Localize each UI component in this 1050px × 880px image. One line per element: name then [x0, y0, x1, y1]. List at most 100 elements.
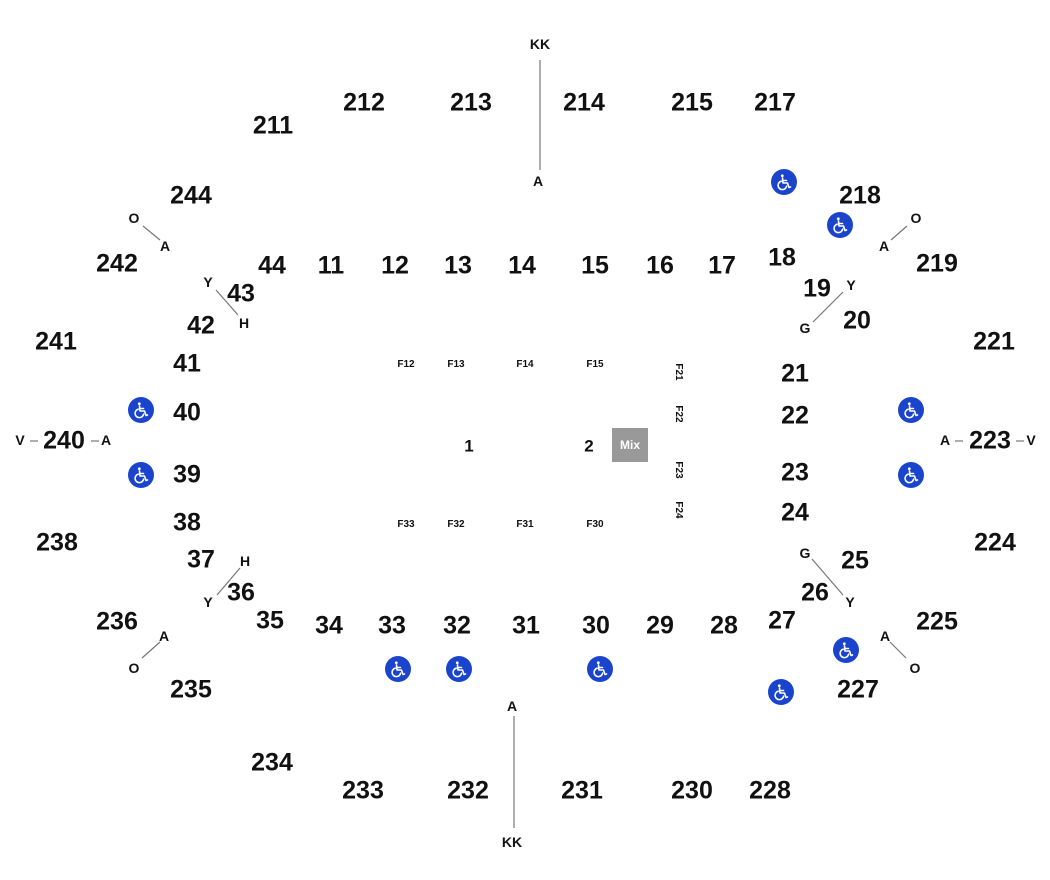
section-35[interactable]: 35	[256, 606, 284, 635]
row-label-v-left: V	[15, 432, 25, 448]
row-label-a-left: A	[100, 432, 112, 448]
section-22[interactable]: 22	[781, 401, 809, 430]
floor-row-f13[interactable]: F13	[447, 359, 465, 370]
section-233[interactable]: 233	[342, 776, 384, 805]
section-244[interactable]: 244	[170, 181, 212, 210]
section-41[interactable]: 41	[173, 349, 201, 378]
section-227[interactable]: 227	[837, 675, 879, 704]
section-235[interactable]: 235	[170, 675, 212, 704]
section-27[interactable]: 27	[768, 606, 796, 635]
section-218[interactable]: 218	[839, 181, 881, 210]
section-234[interactable]: 234	[251, 748, 293, 777]
section-16[interactable]: 16	[646, 251, 674, 280]
floor-row-f30[interactable]: F30	[586, 519, 604, 530]
row-label-v-right: V	[1026, 432, 1036, 448]
section-238[interactable]: 238	[36, 528, 78, 557]
section-40[interactable]: 40	[173, 398, 201, 427]
wheelchair-icon	[827, 212, 853, 238]
section-25[interactable]: 25	[841, 546, 869, 575]
floor-row-f23[interactable]: F23	[673, 461, 684, 479]
row-label-y-left: Y	[203, 274, 213, 290]
section-230[interactable]: 230	[671, 776, 713, 805]
row-label-y-lower-left: Y	[203, 594, 213, 610]
section-212[interactable]: 212	[343, 88, 385, 117]
section-42[interactable]: 42	[187, 311, 215, 340]
section-236[interactable]: 236	[96, 607, 138, 636]
row-label-y-right: Y	[846, 277, 856, 293]
floor-section-1[interactable]: 1	[464, 436, 474, 456]
section-214[interactable]: 214	[563, 88, 605, 117]
row-label-o-lower-left: O	[128, 660, 140, 676]
section-24[interactable]: 24	[781, 498, 809, 527]
section-223[interactable]: 223	[969, 426, 1011, 455]
row-label-kk-top: KK	[529, 36, 551, 52]
section-12[interactable]: 12	[381, 251, 409, 280]
section-224[interactable]: 224	[974, 528, 1016, 557]
section-31[interactable]: 31	[512, 611, 540, 640]
section-17[interactable]: 17	[708, 251, 736, 280]
floor-row-f21[interactable]: F21	[673, 363, 684, 381]
section-26[interactable]: 26	[801, 578, 829, 607]
row-label-a-right: A	[939, 432, 951, 448]
section-15[interactable]: 15	[581, 251, 609, 280]
section-28[interactable]: 28	[710, 611, 738, 640]
wheelchair-icon	[768, 679, 794, 705]
section-228[interactable]: 228	[749, 776, 791, 805]
floor-row-f33[interactable]: F33	[397, 519, 415, 530]
section-18[interactable]: 18	[768, 243, 796, 272]
section-213[interactable]: 213	[450, 88, 492, 117]
section-242[interactable]: 242	[96, 249, 138, 278]
row-label-a-upper-left: A	[159, 238, 171, 254]
row-label-o-upper-left: O	[128, 210, 140, 226]
row-label-y-lower-right: Y	[845, 594, 855, 610]
floor-section-2[interactable]: 2	[584, 436, 594, 456]
floor-row-f15[interactable]: F15	[586, 359, 604, 370]
section-30[interactable]: 30	[582, 611, 610, 640]
section-39[interactable]: 39	[173, 460, 201, 489]
section-11[interactable]: 11	[317, 251, 345, 280]
section-232[interactable]: 232	[447, 776, 489, 805]
section-217[interactable]: 217	[754, 88, 796, 117]
row-label-o-lower-right: O	[909, 660, 921, 676]
section-36[interactable]: 36	[227, 578, 255, 607]
row-label-kk-bottom: KK	[501, 834, 523, 850]
section-211[interactable]: 211	[252, 111, 294, 140]
mix-position: Mix	[612, 428, 648, 462]
section-225[interactable]: 225	[916, 607, 958, 636]
section-231[interactable]: 231	[561, 776, 603, 805]
section-215[interactable]: 215	[671, 88, 713, 117]
section-19[interactable]: 19	[803, 274, 831, 303]
section-221[interactable]: 221	[973, 327, 1015, 356]
section-33[interactable]: 33	[378, 611, 406, 640]
section-240[interactable]: 240	[43, 426, 85, 455]
floor-row-f12[interactable]: F12	[397, 359, 415, 370]
row-label-a-lower-left: A	[158, 628, 170, 644]
section-20[interactable]: 20	[843, 306, 871, 335]
section-29[interactable]: 29	[646, 611, 674, 640]
floor-row-f32[interactable]: F32	[447, 519, 465, 530]
section-34[interactable]: 34	[315, 611, 343, 640]
floor-row-f14[interactable]: F14	[516, 359, 534, 370]
row-label-a-upper-right: A	[878, 238, 890, 254]
row-label-h-left: H	[238, 315, 250, 331]
section-32[interactable]: 32	[443, 611, 471, 640]
row-label-g-lower-right: G	[799, 545, 811, 561]
section-241[interactable]: 241	[35, 327, 77, 356]
floor-row-f24[interactable]: F24	[673, 501, 684, 519]
section-44[interactable]: 44	[258, 251, 286, 280]
section-13[interactable]: 13	[444, 251, 472, 280]
floor-row-f31[interactable]: F31	[516, 519, 534, 530]
section-14[interactable]: 14	[508, 251, 536, 280]
row-label-a-bottom: A	[506, 698, 518, 714]
floor-row-f22[interactable]: F22	[673, 405, 684, 423]
wheelchair-icon	[771, 169, 797, 195]
section-38[interactable]: 38	[173, 508, 201, 537]
wheelchair-icon	[385, 656, 411, 682]
section-21[interactable]: 21	[781, 359, 809, 388]
section-43[interactable]: 43	[227, 279, 255, 308]
section-23[interactable]: 23	[781, 458, 809, 487]
section-37[interactable]: 37	[187, 545, 215, 574]
section-219[interactable]: 219	[916, 249, 958, 278]
wheelchair-icon	[833, 637, 859, 663]
